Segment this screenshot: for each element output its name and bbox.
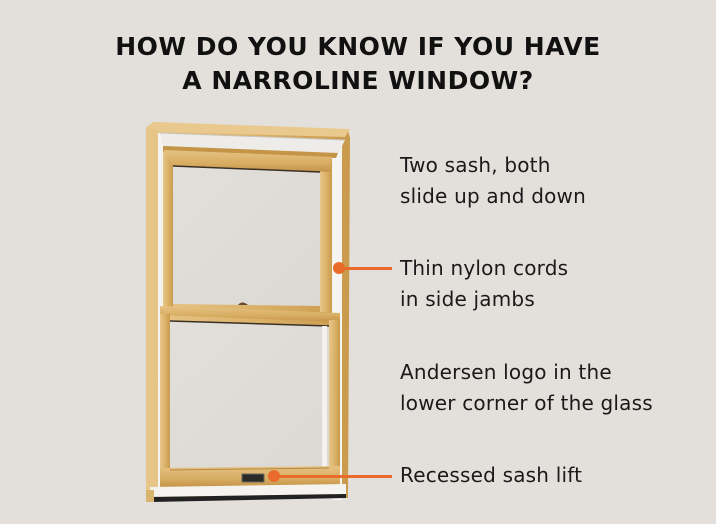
callout-nylon-cords: Thin nylon cords in side jambs [400, 253, 568, 315]
callout-sash-lift: Recessed sash lift [400, 460, 582, 491]
pointer-line-nylon-cords [340, 267, 392, 270]
sash-lift [241, 473, 265, 483]
callout-andersen-logo-line1: Andersen logo in the [400, 360, 612, 384]
callout-sash-lift-line1: Recessed sash lift [400, 463, 583, 487]
pointer-dot-nylon-cords [333, 262, 345, 274]
callout-andersen-logo: Andersen logo in the lower corner of the… [400, 357, 653, 419]
callout-andersen-logo-line2: lower corner of the glass [400, 391, 653, 415]
callout-nylon-cords-line1: Thin nylon cords [400, 256, 569, 280]
callout-two-sash-line1: Two sash, both [400, 153, 551, 177]
title-line-2: A NARROLINE WINDOW? [182, 66, 534, 95]
page-title: HOW DO YOU KNOW IF YOU HAVE A NARROLINE … [0, 30, 716, 98]
callout-two-sash: Two sash, both slide up and down [400, 150, 586, 212]
title-line-1: HOW DO YOU KNOW IF YOU HAVE [115, 32, 601, 61]
callout-nylon-cords-line2: in side jambs [400, 287, 535, 311]
callout-two-sash-line2: slide up and down [400, 184, 586, 208]
pointer-line-sash-lift [274, 475, 392, 478]
